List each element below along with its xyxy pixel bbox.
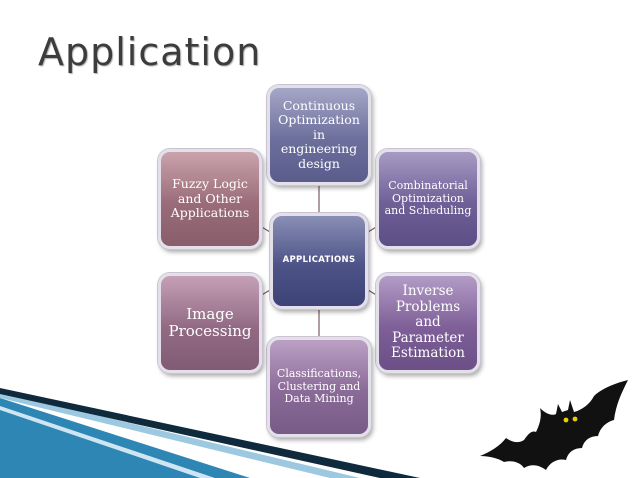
node-label: Image Processing <box>168 304 252 340</box>
stripe-dark <box>0 388 420 478</box>
bat-icon <box>480 380 628 470</box>
decorative-stripes <box>0 388 420 478</box>
center-label: APPLICATIONS <box>282 255 356 266</box>
node-label: Fuzzy Logic and Other Applications <box>170 176 250 221</box>
node-label: Combinatorial Optimization and Schedulin… <box>384 179 472 218</box>
node-label: Inverse Problems and Parameter Estimatio… <box>391 283 465 362</box>
stripe-pale <box>0 406 215 478</box>
bat-eye-right <box>572 416 578 422</box>
node-applications-center: APPLICATIONS <box>270 213 368 309</box>
bat-eye-left <box>563 417 569 423</box>
node-fuzzy-logic: Fuzzy Logic and Other Applications <box>158 149 262 249</box>
node-inverse-problems: Inverse Problems and Parameter Estimatio… <box>376 273 480 373</box>
node-continuous-optimization: Continuous Optimization in engineering d… <box>267 85 371 185</box>
node-image-processing: Image Processing <box>158 273 262 373</box>
node-label: Classifications, Clustering and Data Min… <box>276 367 362 406</box>
slide-title: Application <box>38 30 262 74</box>
node-label: Continuous Optimization in engineering d… <box>278 98 360 171</box>
node-combinatorial-optimization: Combinatorial Optimization and Schedulin… <box>376 149 480 249</box>
stripe-blue <box>0 398 250 478</box>
node-classifications: Classifications, Clustering and Data Min… <box>267 337 371 437</box>
